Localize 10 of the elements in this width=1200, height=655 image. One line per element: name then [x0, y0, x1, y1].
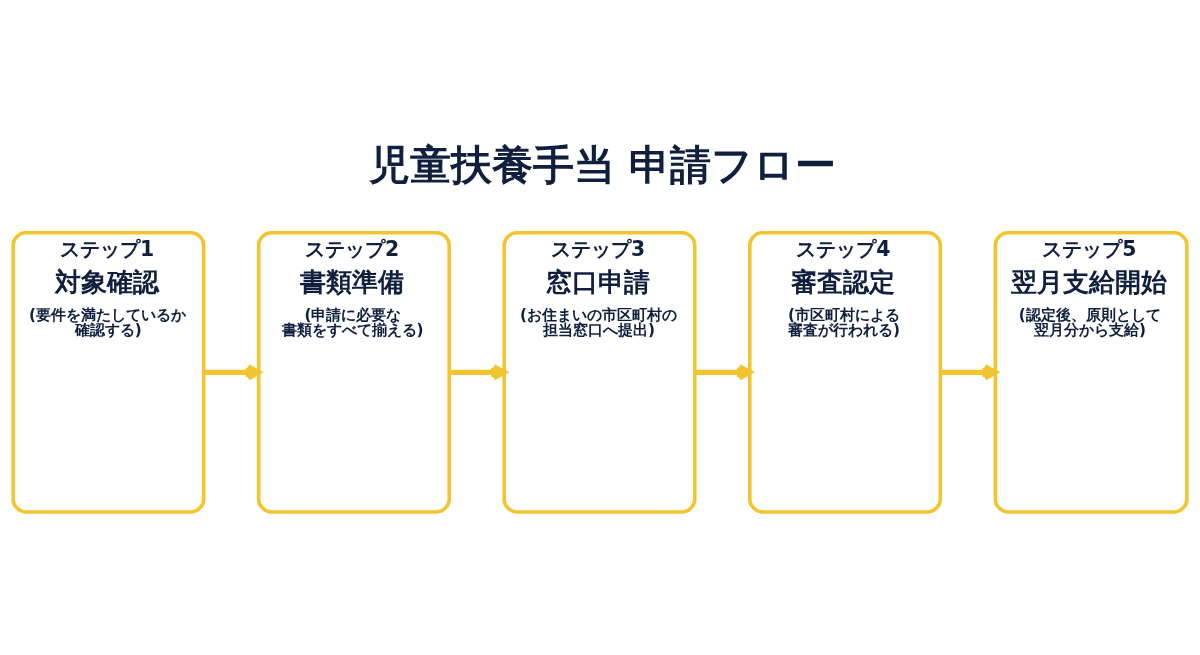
arrow — [449, 364, 507, 381]
arrow — [203, 364, 262, 381]
node-box: ステップ1 対象確認 (要件を満たしているか確認する) — [11, 230, 206, 514]
node-box: ステップ5 翌月支給開始 (認定後、原則として翌月分から支給) — [993, 230, 1189, 514]
node-box: ステップ2 書類準備 (申請に必要な書類をすべて揃える) — [256, 230, 451, 514]
arrow — [695, 364, 753, 381]
diagram-title: 児童扶養手当 申請フロー — [369, 140, 837, 189]
node-box: ステップ3 窓口申請 (お住まいの市区町村の担当窓口へ提出) — [502, 230, 697, 514]
node-box: ステップ4 審査認定 (市区町村による審査が行われる) — [748, 230, 943, 514]
arrow — [940, 364, 998, 381]
